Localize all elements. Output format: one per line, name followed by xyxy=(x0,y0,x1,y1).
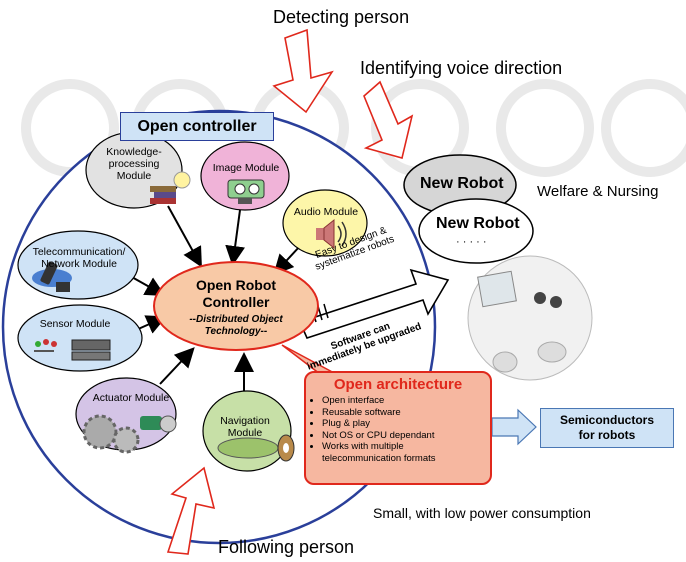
following-person-arrow xyxy=(166,466,216,555)
orc-sub-2: Technology-- xyxy=(204,326,268,337)
new-robot-front xyxy=(418,198,534,264)
orc-title-1: Open Robot xyxy=(195,277,277,293)
navigation-module-label: Navigation Module xyxy=(220,415,270,439)
small-power-label: Small, with low power consumption xyxy=(373,505,591,521)
open-architecture-box: Open architecture Open interface Reusabl… xyxy=(304,371,492,485)
robot-image xyxy=(467,255,593,381)
open-robot-controller: Open Robot Controller --Distributed Obje… xyxy=(155,265,317,351)
audio-module-shape xyxy=(282,189,368,257)
semiconductors-box: Semiconductors for robots xyxy=(540,408,674,448)
open-architecture-title: Open architecture xyxy=(333,376,463,393)
identifying-voice-label: Identifying voice direction xyxy=(360,58,563,78)
architecture-item: telecommunication formats xyxy=(322,452,436,464)
orc-sub-1: --Distributed Object xyxy=(189,314,283,325)
semiconductors-arrow xyxy=(491,408,537,446)
sensor-icon xyxy=(34,339,111,361)
detecting-person-arrow xyxy=(272,28,334,114)
sensor-module-label: Sensor Module xyxy=(39,318,111,330)
architecture-item: Reusable software xyxy=(322,407,436,419)
new-robot-front-label: New Robot xyxy=(436,215,520,232)
architecture-item: Works with multiple xyxy=(322,441,436,453)
new-robot-dots: · · · · · xyxy=(456,236,487,248)
orc-shape xyxy=(153,261,319,351)
actuator-module-label: Actuator Module xyxy=(92,392,170,404)
semiconductors-line-1: Semiconductors xyxy=(559,413,655,427)
knowledge-module-label: Knowledge- processing Module xyxy=(106,146,162,182)
voice-direction-arrow xyxy=(363,80,414,159)
welfare-nursing-label: Welfare & Nursing xyxy=(537,183,659,200)
image-module-shape xyxy=(200,141,290,211)
telecom-module-label: Telecommunication/ Network Module xyxy=(32,246,126,270)
architecture-item: Open interface xyxy=(322,395,436,407)
architecture-list: Open interface Reusable software Plug & … xyxy=(312,395,436,464)
phone-icon xyxy=(32,261,72,292)
sensor-module-shape xyxy=(17,304,143,372)
speaker-icon xyxy=(316,218,347,250)
upgrade-arrow xyxy=(298,268,450,339)
audio-module-label: Audio Module xyxy=(293,206,359,218)
detecting-person-label: Detecting person xyxy=(273,7,410,27)
wheel-icon xyxy=(217,434,295,462)
image-module-label: Image Module xyxy=(212,162,280,174)
architecture-item: Not OS or CPU dependant xyxy=(322,430,436,442)
gear-icon xyxy=(82,414,177,454)
camera-icon xyxy=(227,179,265,204)
open-controller-label: Open controller xyxy=(120,112,274,141)
architecture-item: Plug & play xyxy=(322,418,436,430)
following-person-label: Following person xyxy=(218,537,355,557)
new-robot-back-label: New Robot xyxy=(420,175,504,192)
semiconductors-line-2: for robots xyxy=(578,428,636,442)
orc-title-2: Controller xyxy=(202,294,270,310)
books-icon xyxy=(150,171,191,204)
